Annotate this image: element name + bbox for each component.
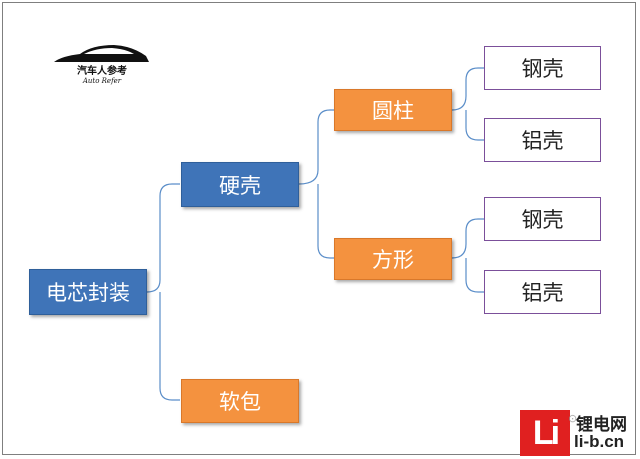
connector-root	[146, 183, 180, 401]
li-b-site-name: 锂电网	[576, 415, 627, 435]
logo-chinese-text: 汽车人参考	[77, 66, 127, 77]
connector-hard-shell	[298, 109, 334, 259]
connector-cylinder	[451, 67, 484, 141]
node-cell-packaging: 电芯封装	[29, 269, 147, 315]
connector-prismatic	[451, 218, 484, 293]
node-prismatic-steel-shell: 钢壳	[484, 197, 601, 241]
li-b-watermark: Li 锂电网 li-b.cn	[520, 408, 640, 459]
node-prismatic: 方形	[334, 238, 452, 280]
node-prismatic-aluminum-shell: 铝壳	[484, 270, 601, 314]
node-cylinder-aluminum-shell: 铝壳	[484, 118, 601, 162]
li-b-logo-mark: Li	[520, 410, 570, 456]
auto-refer-logo: 汽车人参考 Auto Refer	[52, 42, 152, 92]
node-cylindrical: 圆柱	[334, 89, 452, 131]
car-silhouette-icon	[54, 45, 149, 62]
diagram-frame	[2, 2, 636, 455]
logo-english-text: Auto Refer	[82, 77, 122, 85]
node-hard-shell: 硬壳	[181, 162, 299, 207]
node-soft-pack: 软包	[181, 379, 299, 423]
li-b-site-url: li-b.cn	[574, 432, 625, 451]
node-cylinder-steel-shell: 钢壳	[484, 46, 601, 90]
wechat-icon: ⊙	[568, 412, 578, 425]
